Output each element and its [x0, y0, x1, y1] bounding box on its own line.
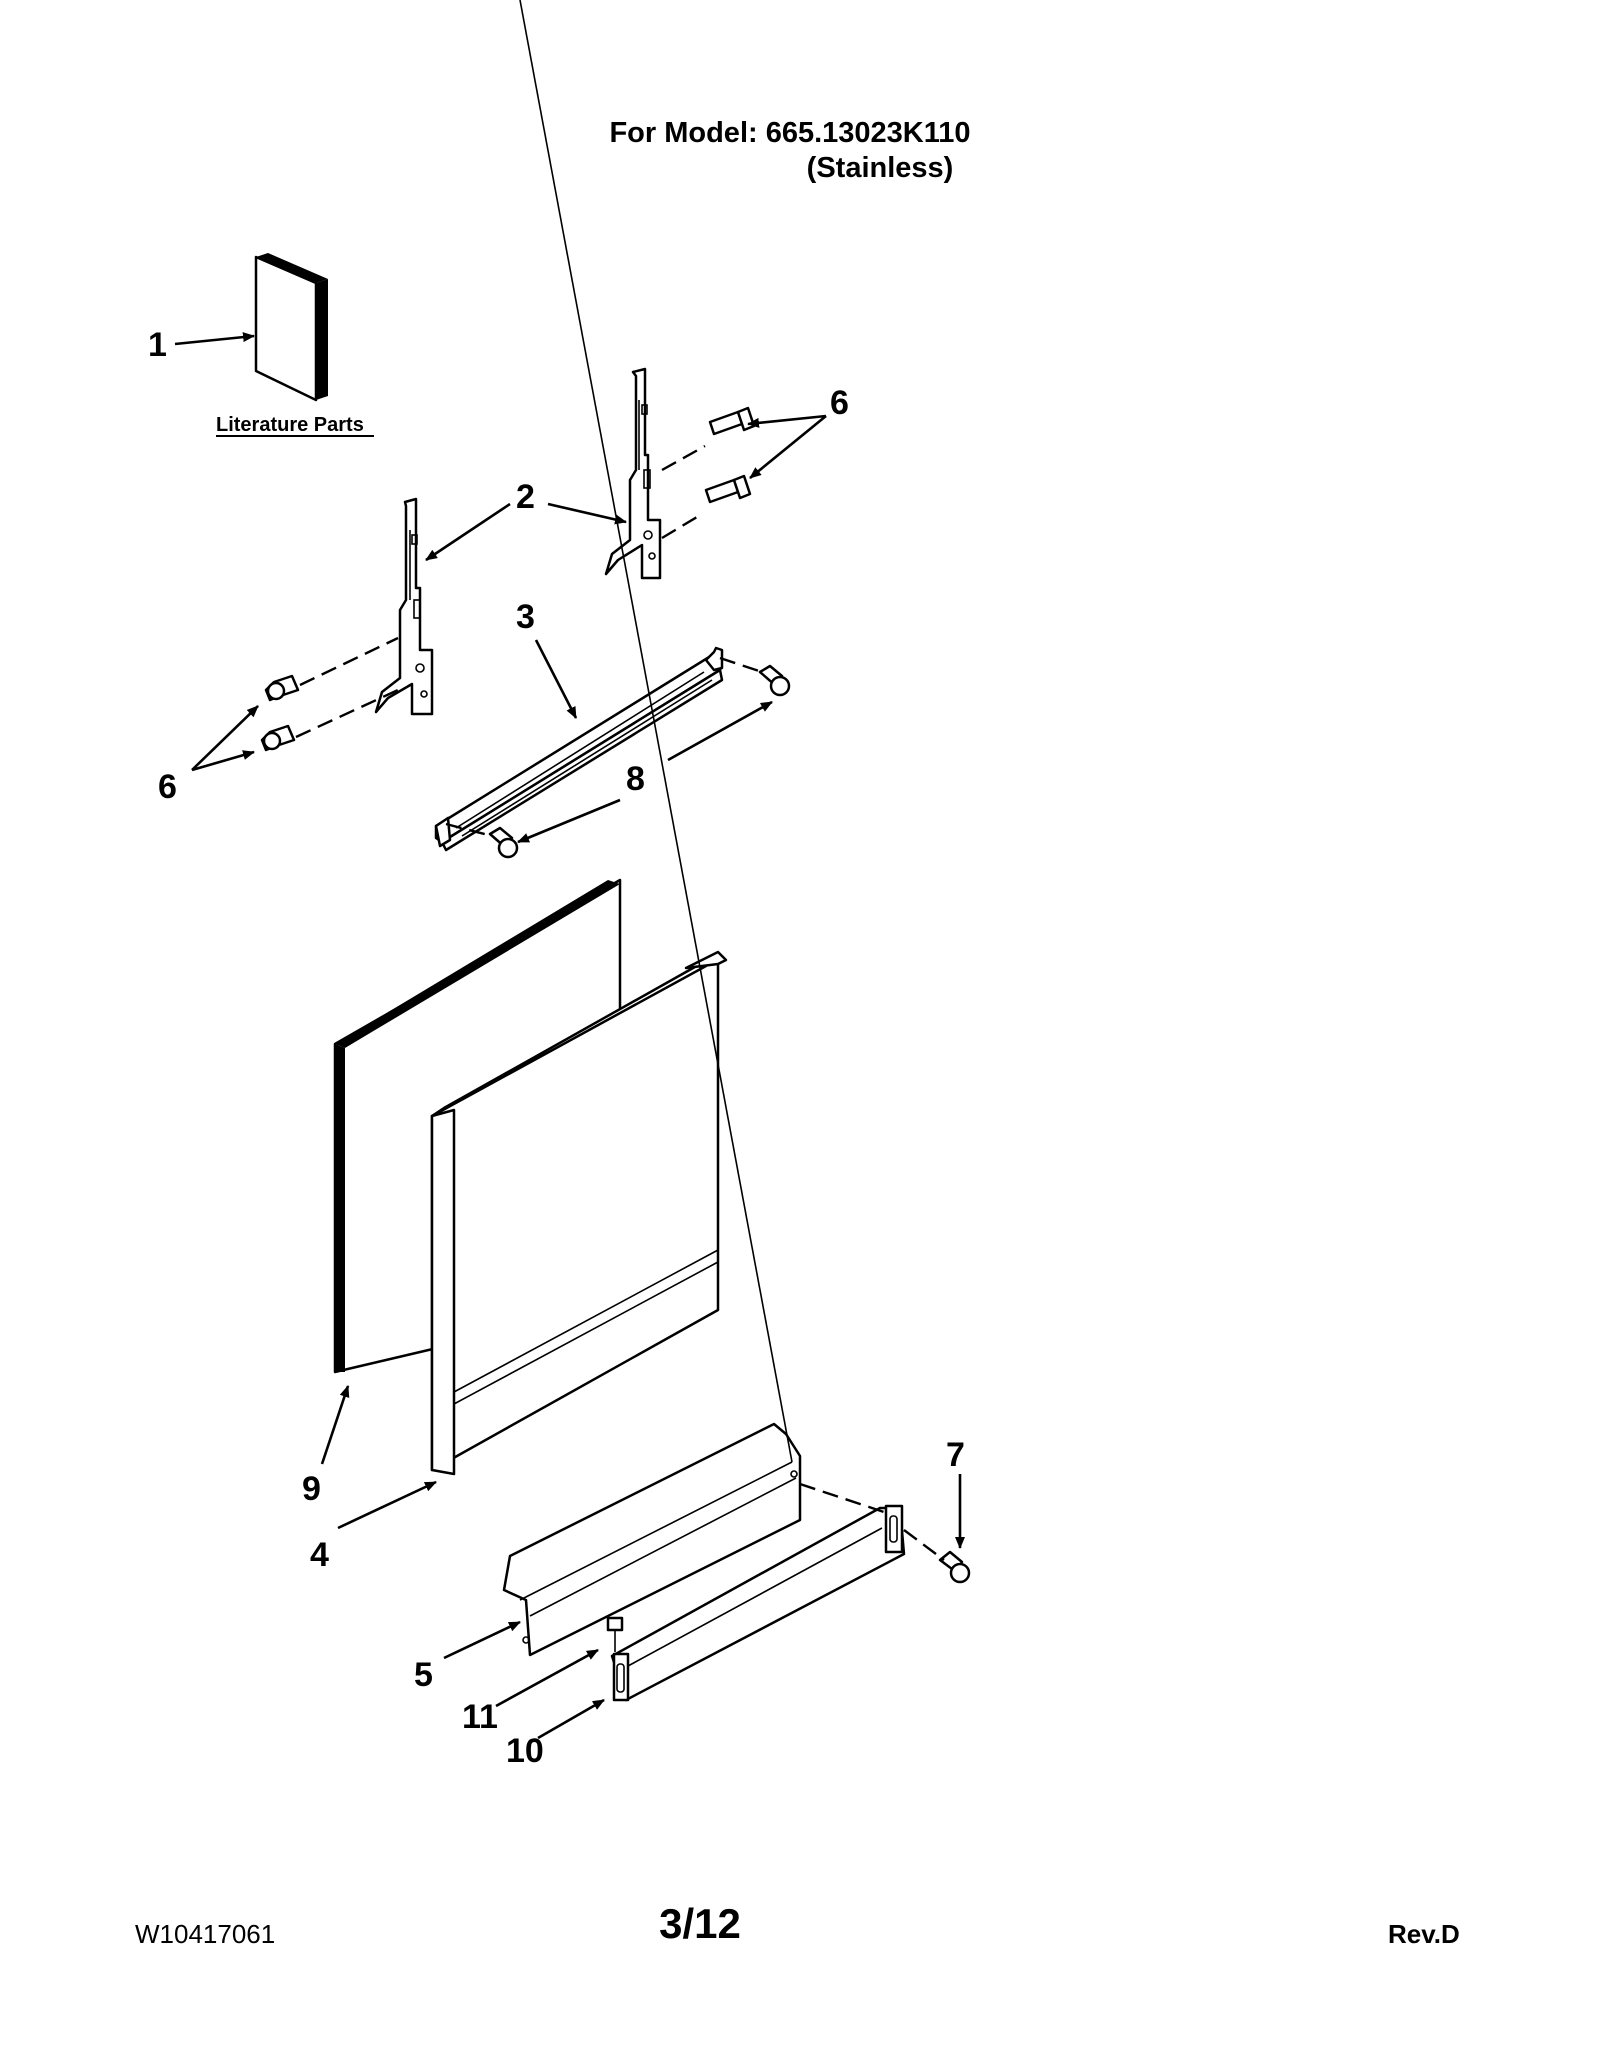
literature-booklet — [254, 253, 328, 402]
callout-10: 10 — [506, 1732, 544, 1770]
hinge-screw-upper-right-2 — [704, 474, 752, 504]
callout-4: 4 — [310, 1536, 329, 1574]
callout-7: 7 — [946, 1436, 965, 1474]
page-number: 3/12 — [659, 1900, 741, 1947]
callout-3: 3 — [516, 598, 535, 636]
rail-screw-left — [488, 826, 519, 859]
document-number: W10417061 — [135, 1919, 276, 1949]
hinge-screw-lower-left-1 — [264, 674, 300, 702]
callout-6-upper: 6 — [830, 384, 849, 422]
callout-6-lower: 6 — [158, 768, 177, 806]
toe-panel-trim — [610, 1504, 906, 1702]
callout-5: 5 — [414, 1656, 433, 1694]
callout-1: 1 — [148, 326, 167, 364]
door-rail — [434, 646, 724, 852]
callout-9: 9 — [302, 1470, 321, 1508]
model-number-heading: For Model: 665.13023K110 — [609, 117, 971, 149]
hinge-left — [374, 497, 434, 716]
callout-2: 2 — [516, 478, 535, 516]
trim-clip — [606, 1616, 624, 1652]
toe-panel-screw — [938, 1550, 971, 1584]
hinge-right — [604, 367, 662, 580]
toe-panel — [502, 0, 802, 1657]
hinge-screw-lower-left-2 — [260, 724, 296, 752]
finish-heading: (Stainless) — [806, 152, 954, 184]
revision-label: Rev.D — [1388, 1919, 1460, 1949]
literature-parts-label: Literature Parts — [216, 414, 364, 436]
callout-11: 11 — [462, 1698, 498, 1736]
callout-8: 8 — [626, 760, 645, 798]
rail-screw-right — [758, 664, 791, 697]
outer-door-panel — [430, 950, 728, 1476]
hinge-screw-upper-right-1 — [708, 406, 756, 436]
